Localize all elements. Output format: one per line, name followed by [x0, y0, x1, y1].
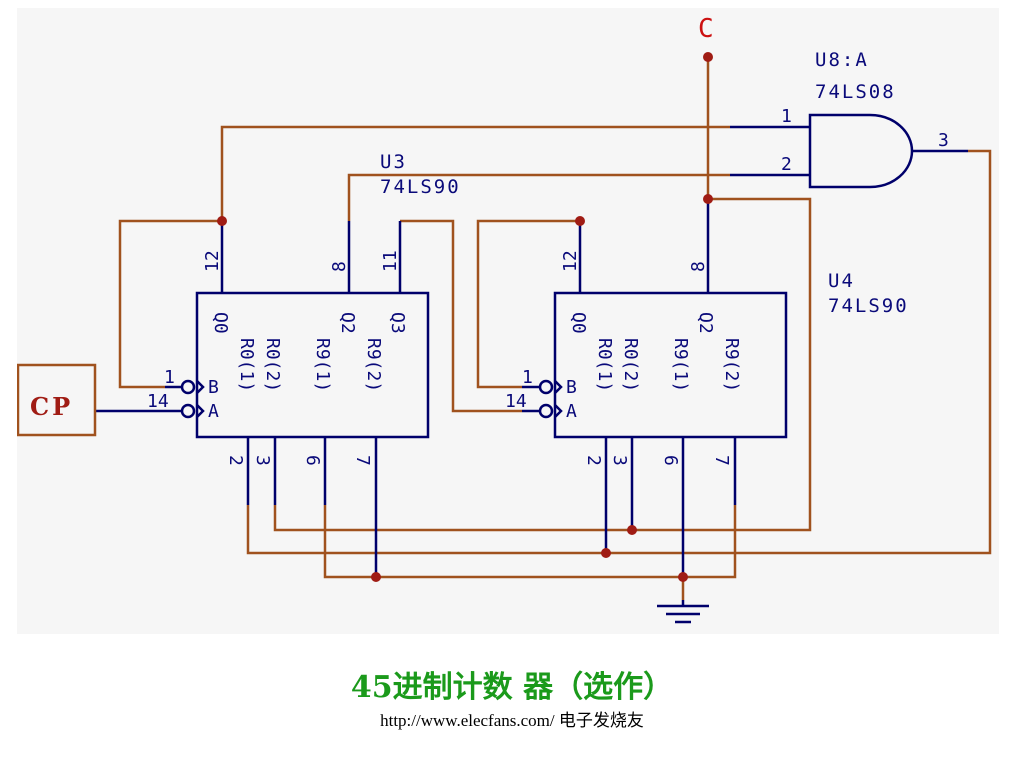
interconnect-wires: [118, 57, 992, 600]
u4-pin-6: 6: [660, 455, 681, 466]
gate-pin-in1: 1: [781, 106, 792, 127]
u4-reset-r01: R0(1): [594, 338, 615, 392]
u4-pin-2: 2: [583, 455, 604, 466]
u3-reset-r92: R9(2): [363, 338, 384, 392]
ground-symbol: [657, 600, 709, 624]
u3-reset-r02: R0(2): [262, 338, 283, 392]
u3-pin-1: 1: [164, 367, 175, 388]
clock-input-label: CP: [30, 392, 73, 421]
u4-pin-12: 12: [560, 250, 581, 272]
u4-pin-14: 14: [505, 391, 527, 412]
u4-pin-7: 7: [711, 455, 732, 466]
gate-ref: U8:A: [815, 49, 869, 71]
wire-bus-r9b: [683, 505, 737, 579]
u4-ref: U4: [828, 270, 855, 292]
wire-u3-q3-to-u4-a: [400, 219, 522, 413]
wire-gate-in1: [220, 125, 730, 221]
u3-pin-2: 2: [225, 455, 246, 466]
wire-u3-q0-to-b: [118, 219, 222, 389]
source-credit: http://www.elecfans.com/ 电子发烧友: [380, 711, 644, 730]
gate-pin-out: 3: [938, 130, 949, 151]
wire-bus-r9a: [323, 505, 683, 579]
u3-reset-r01: R0(1): [236, 338, 257, 392]
u4-part: 74LS90: [828, 295, 909, 317]
u4-reset-r02: R0(2): [620, 338, 641, 392]
u3-out-q0: Q0: [210, 312, 231, 334]
u4-pin-3: 3: [609, 455, 630, 466]
u4-out-q0: Q0: [568, 312, 589, 334]
wire-c-to-r0-bus: [632, 197, 812, 532]
gate-part: 74LS08: [815, 81, 896, 103]
u4-pin-8: 8: [688, 261, 709, 272]
wire-gate-in2: [347, 173, 730, 221]
u3-part: 74LS90: [380, 176, 461, 198]
wire-bus-r0a: [246, 505, 606, 555]
u4-reset-r91: R9(1): [670, 338, 691, 392]
chip-u3-body: [195, 291, 430, 439]
u3-ref: U3: [380, 151, 407, 173]
wire-gate-out: [606, 149, 992, 555]
u4-out-q2: Q2: [695, 312, 716, 334]
gate-pin-in2: 2: [781, 154, 792, 175]
u3-input-b: B: [208, 377, 219, 398]
circuit-diagram: CP C U8:A 74LS08 U3 74LS90 U4 74LS90 1 2…: [17, 14, 992, 624]
clock-input-box: [17, 363, 97, 437]
u4-reset-r92: R9(2): [721, 338, 742, 392]
u4-input-b: B: [566, 377, 577, 398]
u3-pin-11: 11: [380, 250, 401, 272]
u3-input-a: A: [208, 401, 219, 422]
u3-pin-6: 6: [302, 455, 323, 466]
junction-nodes: [217, 52, 713, 582]
u3-pin-12: 12: [202, 250, 223, 272]
and-gate-symbol: [808, 113, 914, 189]
u3-pin-8: 8: [329, 261, 350, 272]
chip-u4-body: [553, 291, 788, 439]
u3-pin-3: 3: [252, 455, 273, 466]
clock-bubbles: [180, 379, 563, 419]
wire-u4-q0-to-b: [476, 219, 580, 389]
u3-pin-14: 14: [147, 391, 169, 412]
u3-pin-7: 7: [352, 455, 373, 466]
diagram-title: 45进制计数 器（选作）: [350, 670, 674, 705]
u3-reset-r91: R9(1): [312, 338, 333, 392]
u4-pin-1: 1: [522, 367, 533, 388]
schematic-panel: CP C U8:A 74LS08 U3 74LS90 U4 74LS90 1 2…: [17, 8, 999, 634]
pin-stubs: [95, 125, 968, 577]
node-c-label: C: [698, 14, 714, 44]
u4-input-a: A: [566, 401, 577, 422]
u3-out-q3: Q3: [387, 312, 408, 334]
u3-out-q2: Q2: [337, 312, 358, 334]
wire-bus-r0b: [273, 505, 632, 532]
